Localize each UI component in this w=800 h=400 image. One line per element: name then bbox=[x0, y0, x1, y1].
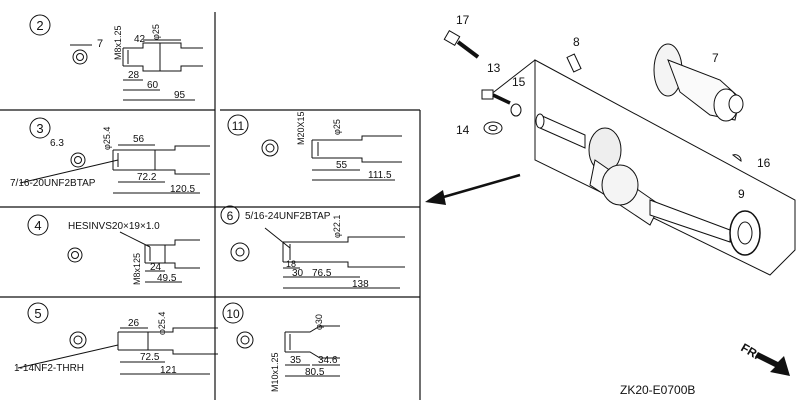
svg-text:42: 42 bbox=[134, 34, 146, 45]
svg-text:76.5: 76.5 bbox=[312, 268, 332, 279]
svg-text:φ25.4: φ25.4 bbox=[102, 127, 112, 150]
key-16: 16 bbox=[731, 154, 771, 170]
svg-text:FR.: FR. bbox=[739, 340, 763, 362]
svg-text:M8x1.25: M8x1.25 bbox=[113, 25, 123, 60]
svg-text:4: 4 bbox=[34, 218, 41, 233]
drawing-code: ZK20-E0700B bbox=[620, 383, 695, 397]
front-direction-indicator: FR. bbox=[739, 340, 790, 376]
balancer-7: 7 bbox=[653, 43, 744, 122]
svg-text:138: 138 bbox=[352, 279, 369, 290]
svg-text:φ25: φ25 bbox=[151, 24, 161, 40]
panel-2-number-circle bbox=[29, 14, 51, 36]
svg-text:56: 56 bbox=[133, 134, 145, 145]
svg-text:14: 14 bbox=[456, 123, 470, 137]
panel-6: 6 5/16-24UNF2BTAP φ22.1 18 30 76.5 138 bbox=[220, 205, 405, 290]
svg-text:30: 30 bbox=[292, 268, 304, 279]
bolt-17: 17 bbox=[443, 13, 480, 59]
svg-text:24: 24 bbox=[150, 262, 162, 273]
bolt-13: 13 bbox=[481, 61, 511, 105]
svg-text:10: 10 bbox=[226, 307, 240, 321]
washer-15: 15 bbox=[510, 75, 526, 117]
svg-text:80.5: 80.5 bbox=[305, 367, 325, 378]
svg-text:60: 60 bbox=[147, 80, 159, 91]
panel-2-number: 2 bbox=[36, 18, 43, 33]
pointer-arrow bbox=[425, 173, 521, 205]
panel-2-label-7: 7 bbox=[97, 38, 103, 50]
svg-text:φ22.1: φ22.1 bbox=[332, 215, 342, 238]
svg-text:5: 5 bbox=[34, 306, 41, 321]
panel-4: 4 HESINVS20×19×1.0 M8x125 24 49.5 bbox=[27, 214, 200, 285]
svg-text:M20X15: M20X15 bbox=[296, 111, 306, 145]
panel-grid bbox=[0, 12, 421, 400]
svg-text:16: 16 bbox=[757, 156, 771, 170]
crankshaft bbox=[535, 113, 731, 243]
svg-text:28: 28 bbox=[128, 70, 140, 81]
svg-text:55: 55 bbox=[336, 160, 348, 171]
panel-10: 10 M10x1.25 φ30 35 34.6 80.5 bbox=[222, 302, 340, 392]
bearing-9: 9 bbox=[729, 187, 761, 256]
svg-text:φ25: φ25 bbox=[332, 119, 342, 135]
svg-text:111.5: 111.5 bbox=[368, 170, 392, 181]
pin-8: 8 bbox=[566, 35, 582, 73]
svg-text:1-14NF2-THRH: 1-14NF2-THRH bbox=[14, 363, 84, 374]
svg-text:49.5: 49.5 bbox=[157, 273, 177, 284]
svg-text:φ30: φ30 bbox=[314, 314, 324, 330]
panel-3: 3 6.3 φ25.4 56 72.2 120.5 7/16-20UNF2BTA… bbox=[10, 117, 210, 195]
washer-14: 14 bbox=[456, 121, 503, 137]
svg-text:5/16-24UNF2BTAP: 5/16-24UNF2BTAP bbox=[245, 211, 331, 222]
svg-text:72.5: 72.5 bbox=[140, 352, 160, 363]
svg-text:6: 6 bbox=[227, 209, 234, 223]
svg-text:121: 121 bbox=[160, 365, 177, 376]
svg-text:13: 13 bbox=[487, 61, 501, 75]
svg-text:3: 3 bbox=[36, 121, 43, 136]
svg-text:35: 35 bbox=[290, 355, 302, 366]
svg-text:9: 9 bbox=[738, 187, 745, 201]
panel-5: 5 26 φ25.4 72.5 121 1-14NF2-THRH bbox=[14, 302, 218, 376]
svg-text:34.6: 34.6 bbox=[318, 355, 338, 366]
svg-text:11: 11 bbox=[232, 119, 245, 133]
svg-text:M8x125: M8x125 bbox=[132, 253, 142, 285]
svg-text:7: 7 bbox=[712, 51, 719, 65]
svg-text:18: 18 bbox=[286, 259, 296, 269]
svg-text:26: 26 bbox=[128, 318, 140, 329]
svg-text:15: 15 bbox=[512, 75, 526, 89]
svg-text:HESINVS20×19×1.0: HESINVS20×19×1.0 bbox=[68, 221, 160, 232]
svg-text:M10x1.25: M10x1.25 bbox=[270, 352, 280, 392]
svg-text:72.2: 72.2 bbox=[137, 172, 157, 183]
panel-2: 2 7 42 M8x1.25 φ25 28 60 95 bbox=[29, 14, 203, 101]
svg-text:120.5: 120.5 bbox=[170, 184, 195, 195]
exploded-view-frame bbox=[489, 59, 796, 276]
panel-11: 11 M20X15 φ25 55 111.5 bbox=[227, 111, 402, 181]
svg-text:7/16-20UNF2BTAP: 7/16-20UNF2BTAP bbox=[10, 178, 96, 189]
svg-text:φ25.4: φ25.4 bbox=[157, 312, 167, 335]
svg-text:95: 95 bbox=[174, 90, 186, 101]
svg-text:17: 17 bbox=[456, 13, 470, 27]
svg-text:6.3: 6.3 bbox=[50, 138, 64, 149]
svg-text:8: 8 bbox=[573, 35, 580, 49]
